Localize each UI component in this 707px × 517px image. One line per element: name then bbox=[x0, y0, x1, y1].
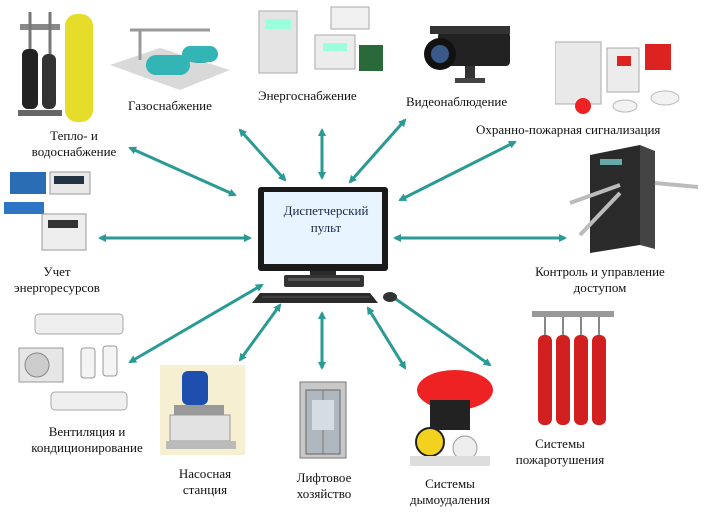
node-pump: Насосная станция bbox=[170, 466, 240, 498]
arrow-alarm bbox=[398, 140, 517, 202]
extinguish-label-line1: Системы bbox=[535, 436, 585, 451]
metering-illustration bbox=[4, 171, 91, 251]
gas-supply-illustration bbox=[110, 28, 230, 90]
hvac-illustration bbox=[18, 313, 128, 411]
hvac-label-line1: Вентиляция и bbox=[48, 424, 126, 439]
access-label-line2: доступом bbox=[573, 280, 627, 295]
pump-label-line1: Насосная bbox=[178, 466, 232, 481]
heat-label-line2: водоснабжение bbox=[31, 144, 117, 159]
arrow-extinguish bbox=[388, 293, 492, 367]
node-alarm: Охранно-пожарная сигнализация bbox=[476, 122, 660, 138]
heat-label-line1: Тепло- и bbox=[50, 128, 98, 143]
power-supply-illustration bbox=[258, 6, 383, 74]
node-metering: Учет энергоресурсов bbox=[2, 264, 112, 296]
dispatch-console-label: Диспетчерский пульт bbox=[266, 202, 386, 236]
alarm-label: Охранно-пожарная сигнализация bbox=[476, 122, 661, 137]
fire-extinguishing-illustration bbox=[532, 311, 614, 425]
elevator-illustration bbox=[299, 381, 347, 459]
arrow-hvac bbox=[128, 283, 264, 364]
arrow-pump bbox=[238, 303, 282, 362]
arrow-smoke bbox=[366, 306, 407, 370]
node-access: Контроль и управление доступом bbox=[520, 264, 680, 296]
metering-label-line2: энергоресурсов bbox=[14, 280, 100, 295]
power-label: Энергоснабжение bbox=[258, 88, 357, 103]
dispatch-computer bbox=[252, 187, 397, 303]
pump-station-illustration bbox=[160, 365, 245, 455]
smoke-extraction-illustration bbox=[410, 370, 493, 466]
heat-water-illustration bbox=[18, 12, 93, 122]
arrow-gas bbox=[238, 128, 287, 182]
access-label-line1: Контроль и управление bbox=[535, 264, 665, 279]
lift-label-line2: хозяйство bbox=[296, 486, 352, 501]
video-label: Видеонаблюдение bbox=[406, 94, 508, 109]
node-video: Видеонаблюдение bbox=[406, 94, 507, 110]
gas-label: Газоснабжение bbox=[128, 98, 212, 113]
arrow-heat bbox=[128, 146, 237, 197]
node-power: Энергоснабжение bbox=[258, 88, 357, 104]
lift-label-line1: Лифтовое bbox=[296, 470, 352, 485]
extinguish-label-line2: пожаротушения bbox=[515, 452, 605, 467]
node-extinguishing: Системы пожаротушения bbox=[505, 436, 615, 468]
node-heat-water: Тепло- и водоснабжение bbox=[14, 128, 134, 160]
arrow-video bbox=[348, 118, 407, 184]
turnstile-illustration bbox=[569, 145, 699, 253]
smoke-label-line1: Системы bbox=[425, 476, 475, 491]
center-label-line1: Диспетчерский bbox=[283, 203, 369, 218]
node-hvac: Вентиляция и кондиционирование bbox=[2, 424, 172, 456]
pump-label-line2: станция bbox=[182, 482, 228, 497]
metering-label-line1: Учет bbox=[43, 264, 71, 279]
node-gas: Газоснабжение bbox=[128, 98, 212, 114]
node-smoke: Системы дымоудаления bbox=[400, 476, 500, 508]
center-label-line2: пульт bbox=[310, 220, 342, 235]
smoke-label-line2: дымоудаления bbox=[410, 492, 490, 507]
fire-alarm-illustration bbox=[555, 41, 680, 114]
hvac-label-line2: кондиционирование bbox=[31, 440, 143, 455]
video-camera-illustration bbox=[424, 26, 510, 83]
node-lift: Лифтовое хозяйство bbox=[284, 470, 364, 502]
